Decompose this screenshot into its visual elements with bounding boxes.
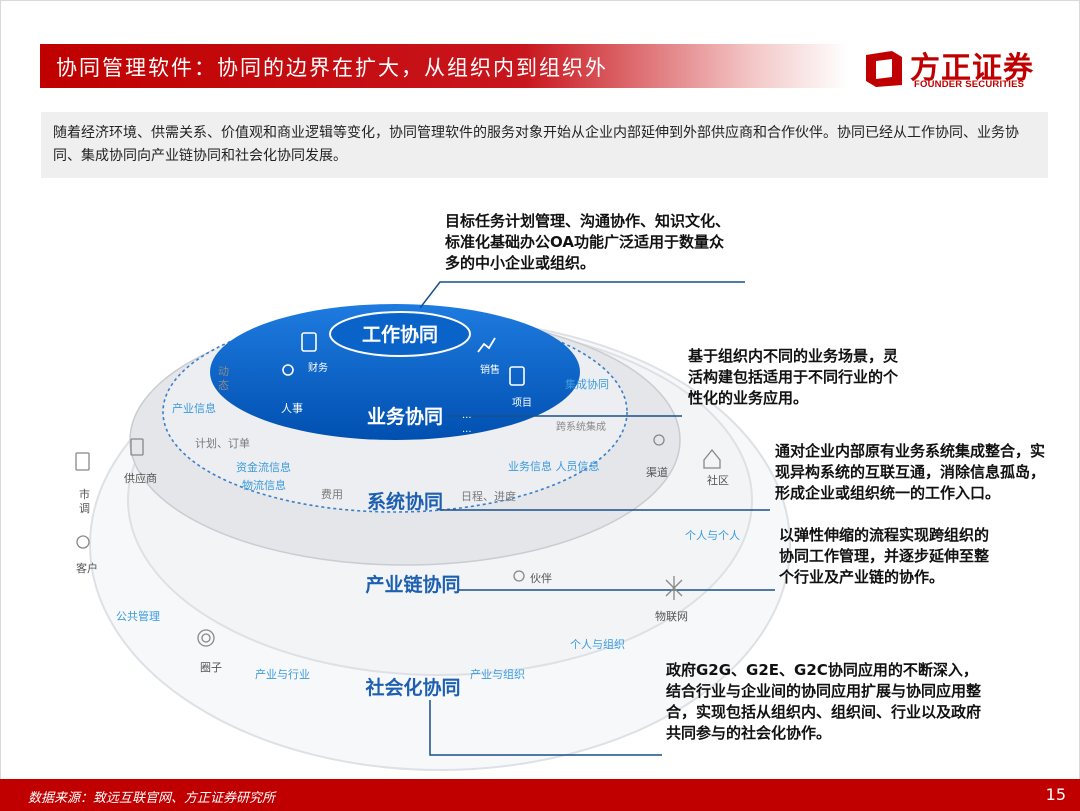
- project-label: 项目: [512, 397, 532, 409]
- cost-label: 费用: [321, 488, 343, 501]
- founder-logo: 方正证券 FOUNDER SECURITIES: [862, 45, 1042, 93]
- callout-work: 目标任务计划管理、沟通协作、知识文化、标准化基础办公OA功能广泛适用于数量众多的…: [445, 212, 731, 272]
- data-source: 数据来源：致远互联官网、方正证券研究所: [28, 791, 276, 806]
- community-icon: [703, 448, 721, 469]
- plan-order-label: 计划、订单: [195, 437, 250, 450]
- industry-trade-label: 产业与行业: [255, 667, 310, 681]
- partner-icon: [513, 570, 525, 582]
- work-pill: [329, 311, 471, 357]
- logo-chinese: 方正证券: [910, 51, 1034, 86]
- intro-text: 随着经济环境、供需关系、价值观和商业逻辑等变化，协同管理软件的服务对象开始从企业…: [53, 125, 1019, 164]
- circle-icon-inner: [201, 633, 211, 643]
- work-collab-label: 工作协同: [362, 323, 438, 346]
- collaboration-diagram: 工作协同 业务协同 系统协同 产业链协同 社会化协同 财务 销售 人事 项目 .…: [75, 281, 791, 771]
- hr-label: 人事: [281, 402, 303, 415]
- market-research-label-1: 市: [79, 487, 90, 501]
- market-research-icon: [75, 452, 90, 471]
- market-research-label-2: 调: [79, 502, 90, 515]
- callout-social: 政府G2G、G2E、G2C协同应用的不断深入，结合行业与企业间的协同应用扩展与协…: [666, 661, 982, 742]
- business-collab-label: 业务协同: [367, 405, 443, 428]
- circle-label: 圈子: [200, 661, 222, 674]
- page-number: 15: [1045, 785, 1066, 804]
- industry-info-label: 产业信息: [172, 401, 216, 415]
- leader-work: [419, 281, 745, 309]
- page-title: 协同管理软件：协同的边界在扩大，从组织内到组织外: [56, 56, 608, 80]
- biz-people-info-label: 业务信息 人员信息: [508, 459, 600, 473]
- sales-label: 销售: [480, 363, 500, 376]
- industry-org-label: 产业与组织: [470, 667, 525, 681]
- public-mgmt-label: 公共管理: [116, 609, 160, 623]
- finance-icon: [301, 332, 317, 352]
- callout-system: 通对企业内部原有业务系统集成整合，实现异构系统的互联互通，消除信息孤岛，形成企业…: [775, 442, 1046, 502]
- dynamic-label-1: 动: [218, 365, 229, 378]
- iot-label: 物联网: [655, 609, 688, 623]
- channel-icon: [653, 434, 665, 446]
- integration-collab-label: 集成协同: [565, 377, 609, 391]
- social-collab-label: 社会化协同: [364, 676, 460, 699]
- logistics-label: 物流信息: [242, 478, 286, 492]
- project-icon: [509, 366, 525, 386]
- leader-social: [429, 700, 662, 756]
- supplier-icon: [130, 438, 144, 456]
- logo-english: FOUNDER SECURITIES: [914, 79, 1025, 90]
- person-org-label: 个人与组织: [570, 637, 625, 651]
- ellipsis-1: ...: [462, 410, 472, 421]
- hr-icon: [282, 364, 294, 376]
- finance-label: 财务: [308, 361, 328, 374]
- customer-label: 客户: [76, 561, 98, 575]
- circle-icon: [197, 629, 215, 647]
- system-collab-label: 系统协同: [367, 490, 443, 513]
- person-person-label: 个人与个人: [685, 529, 740, 542]
- iot-icon: [665, 576, 683, 600]
- footer-bar: 数据来源：致远互联官网、方正证券研究所 15: [0, 779, 1080, 811]
- sales-icon: [477, 337, 496, 353]
- customer-icon: [76, 535, 90, 549]
- funds-flow-label: 资金流信息: [236, 460, 291, 474]
- cross-system-label: 跨系统集成: [556, 420, 606, 433]
- title-bar: 协同管理软件：协同的边界在扩大，从组织内到组织外: [40, 44, 848, 88]
- intro-box: 随着经济环境、供需关系、价值观和商业逻辑等变化，协同管理软件的服务对象开始从企业…: [41, 112, 1048, 178]
- ellipsis-2: ...: [462, 424, 472, 435]
- supplier-label: 供应商: [124, 471, 157, 485]
- chain-collab-label: 产业链协同: [365, 573, 460, 596]
- callout-chain: 以弹性伸缩的流程实现跨组织的协同工作管理，并逐步延伸至整个行业及产业链的协作。: [779, 526, 990, 586]
- logo-mark-icon: [866, 51, 902, 87]
- schedule-label: 日程、进度: [461, 489, 516, 503]
- community-label: 社区: [707, 473, 729, 487]
- channel-label: 渠道: [646, 465, 668, 479]
- dynamic-label-2: 态: [218, 379, 229, 392]
- callout-business: 基于组织内不同的业务场景，灵活构建包括适用于不同行业的个性化的业务应用。: [688, 347, 899, 407]
- partner-label: 伙伴: [530, 572, 552, 585]
